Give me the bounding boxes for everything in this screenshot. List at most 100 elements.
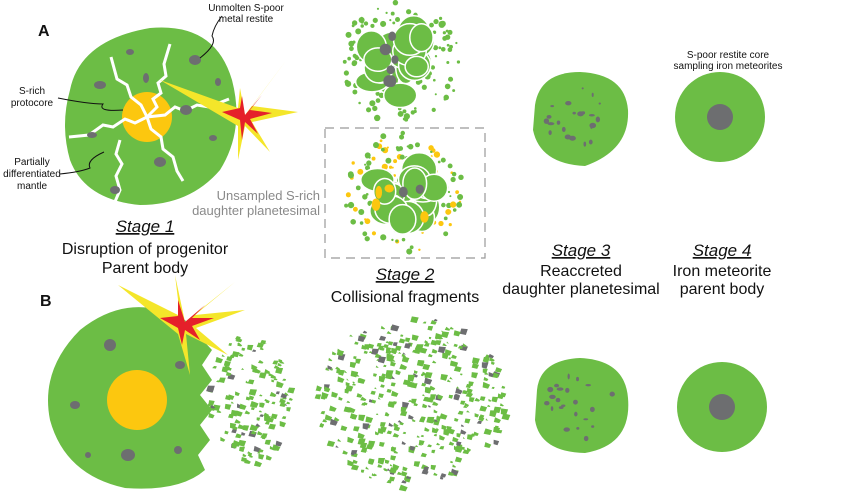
shard-fragment: [387, 468, 391, 472]
debris-particle: [434, 55, 438, 58]
shard-fragment: [350, 407, 355, 412]
shard-fragment: [429, 385, 436, 391]
shard-fragment: [494, 425, 499, 429]
stage1b-parent-body: [48, 307, 212, 489]
shard-fragment: [320, 411, 326, 415]
shard-fragment: [350, 370, 359, 378]
shard-fragment: [245, 396, 251, 401]
shard-fragment: [464, 402, 470, 407]
debris-particle: [358, 101, 361, 105]
debris-particle: [381, 163, 388, 170]
shard-fragment: [250, 431, 256, 435]
debris-particle: [395, 16, 401, 22]
shard-fragment: [393, 450, 399, 454]
shard-fragment: [377, 457, 386, 465]
shard-fragment: [356, 393, 363, 398]
shard-fragment: [483, 428, 493, 436]
shard-fragment: [275, 440, 283, 447]
shard-fragment: [481, 362, 489, 369]
debris-particle: [430, 150, 433, 154]
stage3-caption-2: daughter planetesimal: [502, 281, 659, 298]
shard-fragment: [488, 371, 494, 378]
shard-fragment: [401, 479, 407, 484]
shard-fragment: [279, 360, 285, 364]
shard-fragment: [390, 455, 397, 461]
shard-fragment: [395, 369, 401, 376]
shard-fragment: [452, 464, 457, 468]
shard-fragment: [337, 353, 346, 361]
shard-fragment: [349, 413, 358, 420]
debris-particle: [445, 29, 449, 33]
shard-fragment: [443, 429, 451, 436]
restite-speck: [550, 406, 554, 411]
shard-fragment: [375, 365, 379, 368]
shard-fragment: [394, 350, 398, 353]
shard-fragment: [433, 409, 438, 414]
shard-fragment: [351, 383, 356, 386]
shard-fragment: [241, 367, 245, 371]
shard-fragment: [450, 354, 457, 359]
shard-fragment: [314, 394, 322, 400]
inclusion-blob: [384, 184, 394, 193]
debris-particle: [374, 114, 381, 122]
restite-speck: [556, 387, 564, 391]
stage4-caption-2: parent body: [680, 281, 765, 298]
shard-fragment: [402, 431, 407, 435]
shard-fragment: [437, 335, 444, 340]
shard-fragment: [448, 441, 455, 446]
shard-fragment: [482, 381, 491, 389]
shard-fragment: [357, 378, 365, 384]
shard-fragment: [264, 369, 271, 374]
restite-speck: [561, 126, 566, 132]
debris-particle: [440, 47, 446, 52]
shard-fragment: [221, 354, 225, 358]
shard-fragment: [432, 401, 439, 406]
shard-fragment: [393, 422, 399, 428]
debris-particle: [380, 147, 385, 152]
debris-particle: [448, 76, 454, 82]
shard-fragment: [379, 346, 385, 351]
shard-fragment: [440, 374, 448, 381]
debris-particle: [376, 7, 380, 10]
shard-fragment: [267, 417, 274, 423]
debris-particle: [447, 190, 451, 194]
debris-particle: [407, 143, 414, 150]
shard-fragment: [437, 346, 446, 354]
shard-fragment: [210, 404, 216, 409]
shard-fragment: [419, 347, 428, 354]
inclusion-blob: [420, 211, 429, 223]
impact-starburst-b-icon: [118, 275, 245, 375]
shard-fragment: [279, 398, 286, 404]
debris-particle: [365, 165, 371, 171]
stage3a-reaccreted-body: [533, 72, 629, 166]
stage2-caption-1: Collisional fragments: [331, 289, 480, 306]
stage4-caption-1: Iron meteorite: [673, 263, 772, 280]
inclusion-blob: [386, 65, 395, 75]
shard-fragment: [259, 402, 265, 408]
shard-fragment: [461, 390, 468, 395]
debris-particle: [438, 220, 444, 227]
debris-particle: [447, 47, 453, 53]
shard-fragment: [215, 356, 223, 364]
shard-fragment: [497, 393, 504, 400]
debris-particle: [386, 146, 389, 149]
debris-particle: [364, 236, 370, 242]
shard-fragment: [384, 412, 390, 417]
shard-fragment: [253, 445, 261, 453]
s-rich-core: [107, 370, 167, 430]
debris-particle: [438, 16, 443, 21]
debris-particle: [359, 221, 364, 225]
shard-fragment: [390, 446, 397, 450]
shard-fragment: [428, 336, 432, 340]
debris-particle: [352, 40, 356, 44]
debris-particle: [447, 163, 453, 169]
shard-fragment: [412, 418, 416, 422]
shard-fragment: [241, 432, 246, 436]
shard-fragment: [405, 475, 411, 479]
shard-fragment: [450, 460, 454, 464]
shard-fragment: [279, 402, 286, 407]
shard-fragment: [398, 338, 406, 344]
shard-fragment: [407, 399, 413, 403]
shard-fragment: [460, 400, 466, 405]
restite-speck: [565, 100, 572, 106]
